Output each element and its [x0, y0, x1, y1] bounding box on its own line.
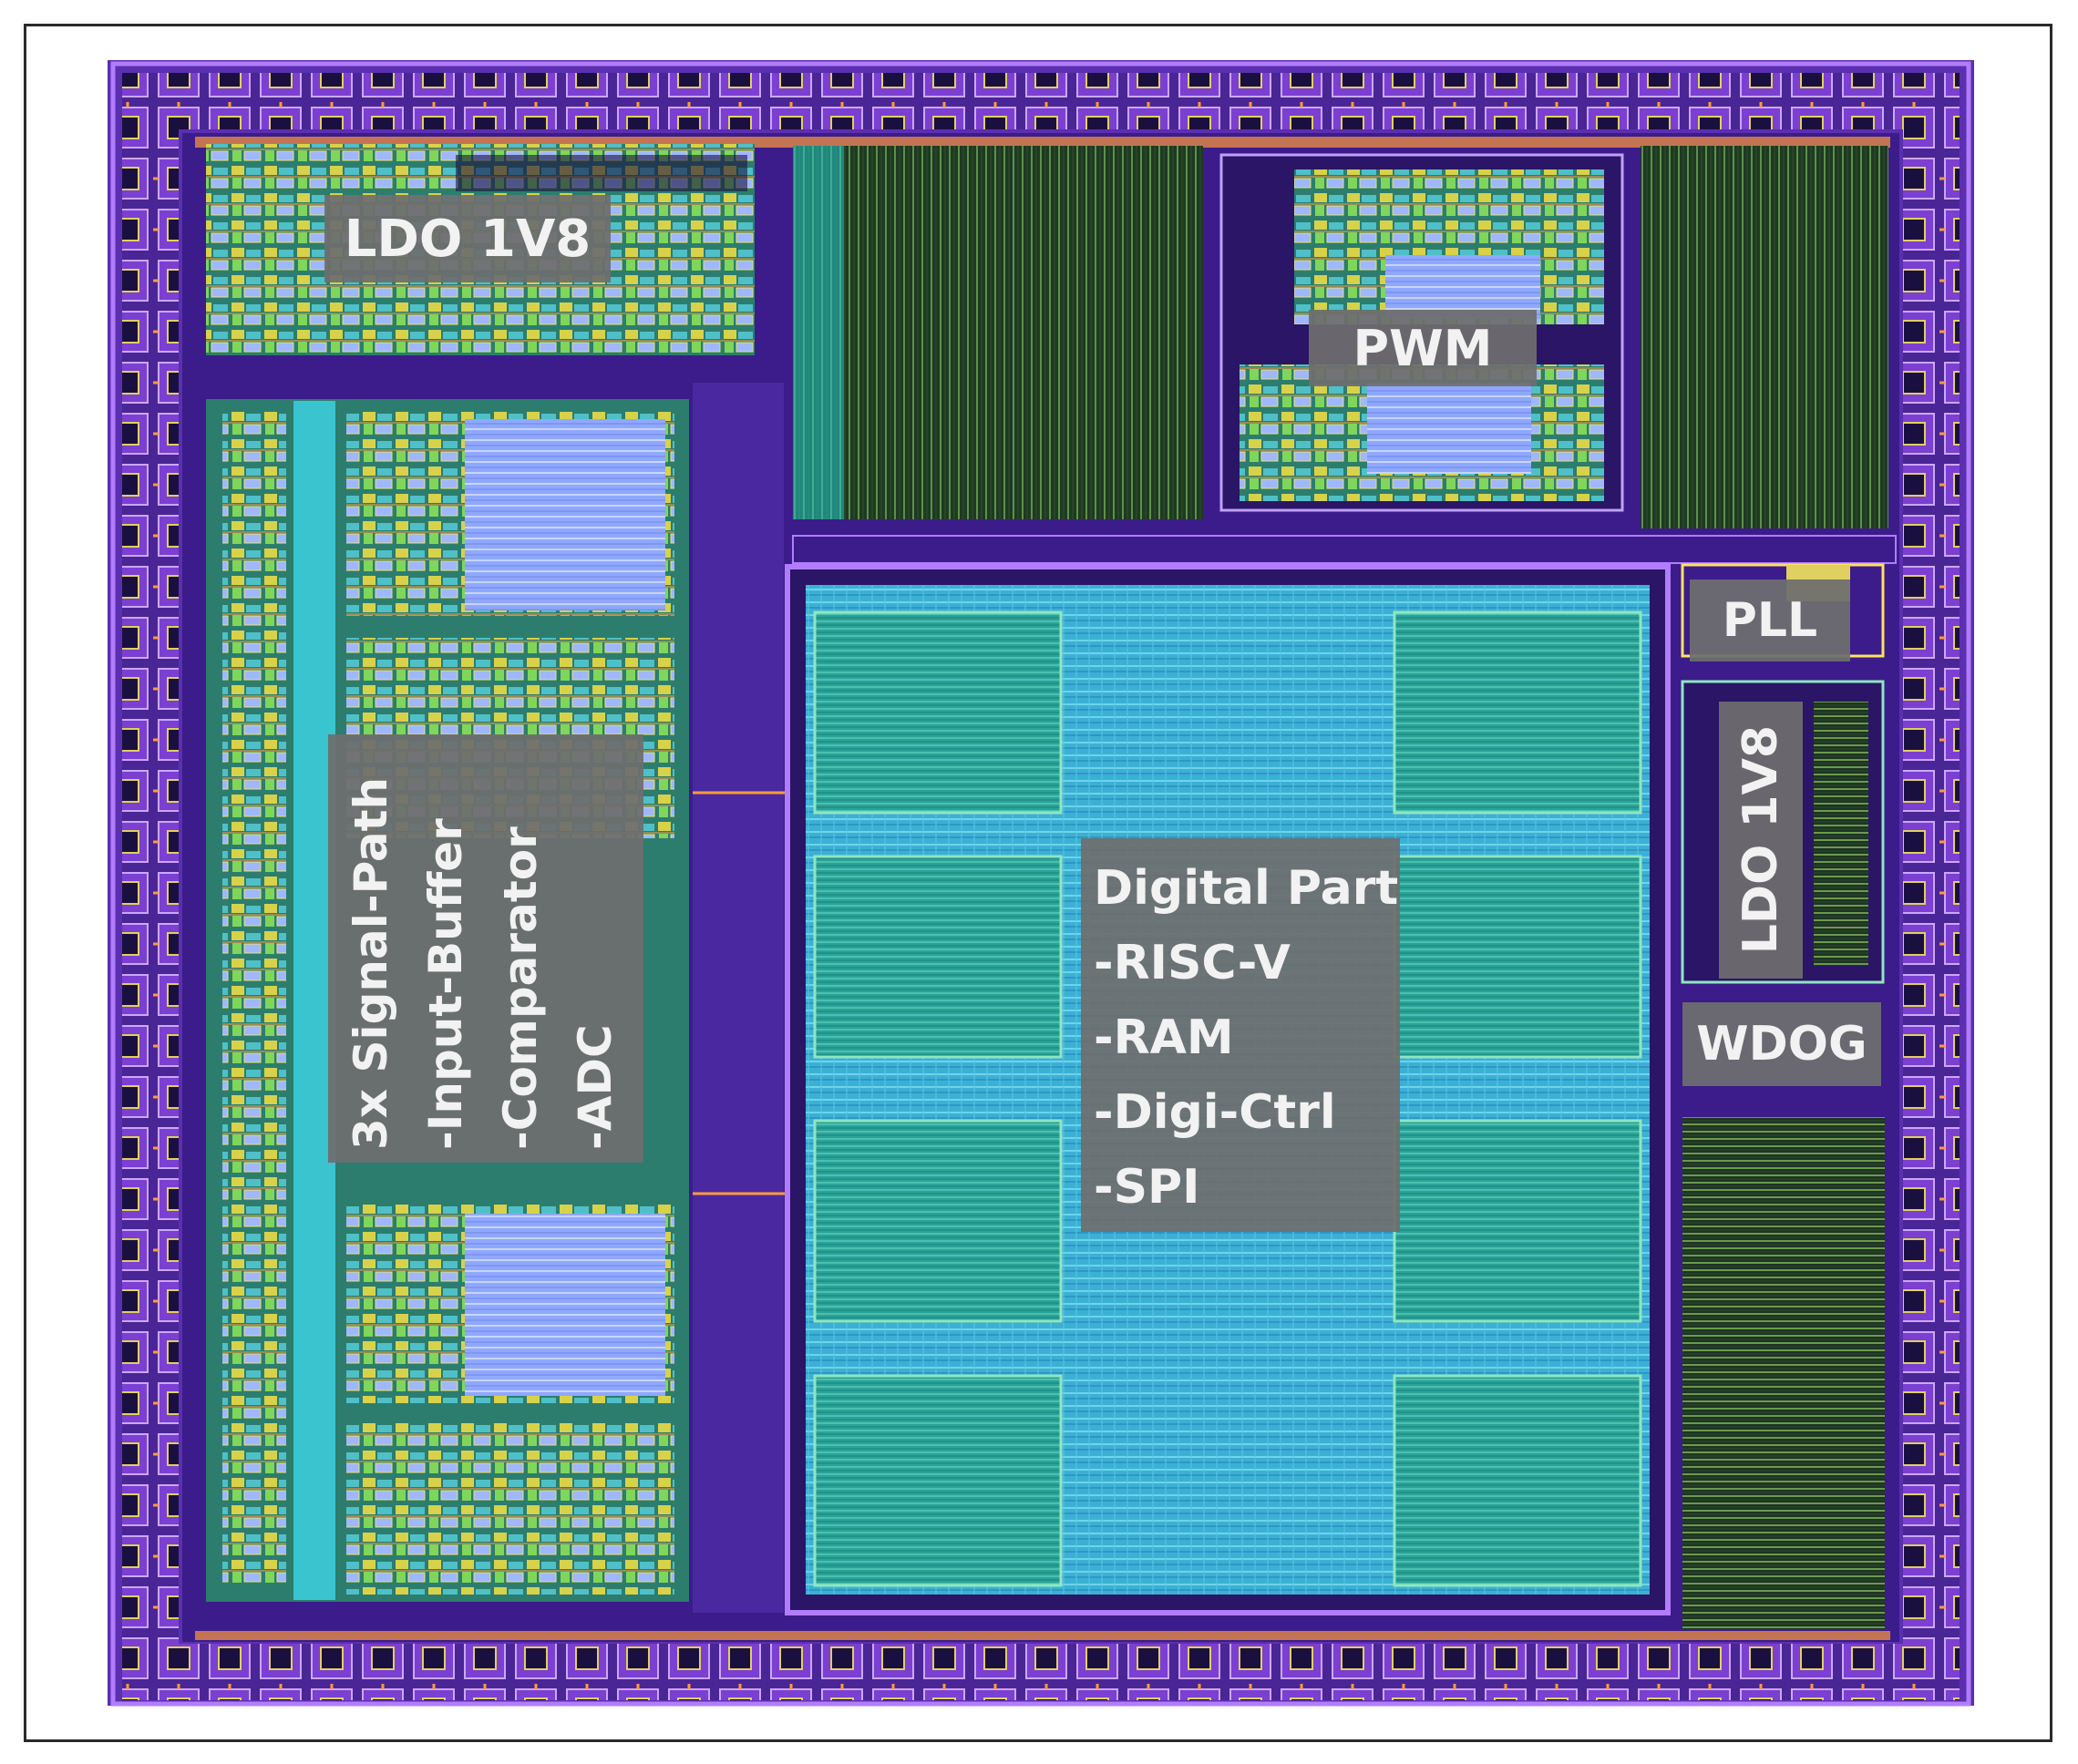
- routing-channel-mid: [693, 383, 784, 1613]
- pwm-label-text: PWM: [1353, 319, 1493, 377]
- digital-part-line: -RISC-V: [1094, 936, 1291, 990]
- ldo-right-pass: [1814, 702, 1868, 966]
- pad-ring-right: [1903, 129, 1960, 1644]
- ldo-top-label: LDO 1V8: [324, 195, 611, 282]
- pad-ring-bottom: [122, 1644, 1960, 1700]
- pwm-label: PWM: [1309, 310, 1537, 386]
- sram-macro: [1393, 610, 1642, 815]
- signal-cap-1: [465, 419, 665, 610]
- signal-path-line: -Input-Buffer: [419, 818, 472, 1150]
- digital-part-line: -Digi-Ctrl: [1094, 1085, 1336, 1140]
- seal-ring: [110, 61, 1971, 1707]
- power-rail: [195, 1631, 1890, 1640]
- wdog-label: WDOG: [1682, 1002, 1881, 1086]
- sram-macro: [1393, 1119, 1642, 1323]
- ldo-top-label-text: LDO 1V8: [344, 209, 592, 269]
- routing-channel: [793, 146, 844, 519]
- pwm-cap-bottom: [1367, 383, 1531, 474]
- sram-macro: [813, 1119, 1063, 1323]
- signal-path-line: -ADC: [569, 1024, 622, 1150]
- pad-ring-left: [122, 129, 179, 1644]
- pll-label: PLL: [1690, 579, 1850, 662]
- sram-macro: [813, 1374, 1063, 1587]
- sram-macro: [813, 610, 1063, 815]
- sram-macro: [1393, 855, 1642, 1059]
- signal-slice-4: [346, 1421, 674, 1595]
- ldo-right-label: LDO 1V8: [1719, 702, 1803, 979]
- decap-array-left: [793, 146, 1203, 519]
- digital-part-label: Digital Part -RISC-V -RAM -Digi-Ctrl -SP…: [1081, 838, 1400, 1232]
- signal-path-line: 3x Signal-Path: [345, 776, 397, 1150]
- digital-top-bus: [792, 535, 1897, 564]
- signal-cap-3: [465, 1214, 665, 1396]
- signal-path-label: 3x Signal-Path -Input-Buffer -Comparator…: [328, 734, 643, 1163]
- pll-label-text: PLL: [1722, 593, 1818, 648]
- wdog-label-text: WDOG: [1696, 1017, 1867, 1072]
- signal-path-line: -Comparator: [494, 826, 547, 1150]
- sram-macros: [813, 610, 1642, 1587]
- digital-part-line: Digital Part: [1094, 861, 1399, 916]
- pwm-cap: [1385, 255, 1540, 319]
- sram-macro: [1393, 1374, 1642, 1587]
- ldo-right-label-text: LDO 1V8: [1733, 725, 1788, 955]
- sram-macro: [813, 855, 1063, 1059]
- decap-array-right: [1641, 146, 1888, 528]
- signal-logic: [222, 412, 286, 1587]
- pad-ring-top: [122, 73, 1960, 129]
- digital-part-line: -SPI: [1094, 1160, 1200, 1215]
- ldo-top-detail: [456, 155, 747, 191]
- digital-part-line: -RAM: [1094, 1010, 1234, 1065]
- decap-array-bottom: [1682, 1117, 1885, 1629]
